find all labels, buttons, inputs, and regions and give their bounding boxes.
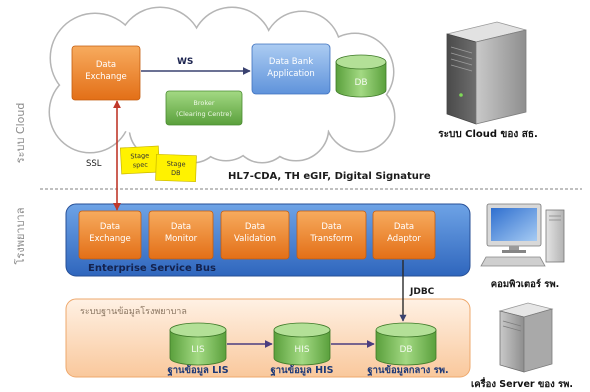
esb-module-data-transform: Data Transform xyxy=(296,210,367,260)
data-bank-application-rect xyxy=(251,43,331,95)
note-label: Stage xyxy=(167,160,186,169)
cloud-db-label: DB xyxy=(354,78,367,88)
monitor-base xyxy=(502,250,526,253)
pc-tower-slots xyxy=(549,215,561,221)
monitor-screen xyxy=(491,208,537,241)
module-rect xyxy=(220,210,290,260)
standards-label: HL7-CDA, TH eGIF, Digital Signature xyxy=(228,171,431,182)
cylinder-top xyxy=(335,54,387,70)
module-label: Data xyxy=(394,222,414,232)
cylinder-top xyxy=(169,322,227,338)
ws-label: WS xyxy=(177,57,193,67)
data-bank-application-label: Data Bank xyxy=(269,57,313,67)
cloud-data-exchange-rect xyxy=(71,45,141,101)
jdbc-label: JDBC xyxy=(409,287,435,297)
server-front xyxy=(499,310,525,373)
module-label: Data xyxy=(321,222,341,232)
cloud-server-icon xyxy=(446,21,527,125)
server-drive-bays xyxy=(502,320,522,332)
server-power-led xyxy=(459,93,463,97)
module-rect xyxy=(148,210,214,260)
note-label: Stage xyxy=(130,152,149,161)
hospital-zone-label: โรงพยาบาล xyxy=(13,208,27,265)
broker-label: (Clearing Centre) xyxy=(176,110,232,118)
cloud-data-exchange-label: Exchange xyxy=(85,72,127,82)
esb-module-data-validation: Data Validation xyxy=(220,210,290,260)
his-db-cylinder: HIS xyxy=(273,322,331,366)
keyboard xyxy=(480,256,546,267)
note-label: DB xyxy=(171,169,181,177)
his-db-label: HIS xyxy=(294,345,309,355)
cloud-data-exchange-label: Data xyxy=(96,60,116,70)
pc-tower xyxy=(545,209,565,263)
cylinder-top xyxy=(375,322,437,338)
cylinder-top xyxy=(273,322,331,338)
monitor-stand xyxy=(509,246,519,251)
note-label: spec xyxy=(133,161,149,170)
note-rect xyxy=(119,145,161,175)
module-rect xyxy=(78,210,142,260)
module-rect xyxy=(372,210,436,260)
data-bank-application-label: Application xyxy=(267,69,315,79)
cloud-zone-label: ระบบ Cloud xyxy=(14,103,27,164)
module-label: Monitor xyxy=(165,234,198,244)
server-side xyxy=(523,308,553,373)
esb-module-data-exchange: Data Exchange xyxy=(78,210,142,260)
data-bank-application-box: Data Bank Application xyxy=(251,43,331,95)
broker-rect xyxy=(165,90,243,126)
lis-db-label: LIS xyxy=(191,345,205,355)
esb-title: Enterprise Service Bus xyxy=(88,263,216,274)
esb-module-data-monitor: Data Monitor xyxy=(148,210,214,260)
module-label: Adaptor xyxy=(387,234,421,244)
central-db-cylinder: DB xyxy=(375,322,437,366)
cylinder-body xyxy=(375,329,437,366)
hospital-db-container xyxy=(65,298,471,378)
broker-label: Broker xyxy=(193,99,214,107)
his-db-caption: ฐานข้อมูล HIS xyxy=(271,364,334,377)
esb-module-data-adaptor: Data Adaptor xyxy=(372,210,436,260)
module-label: Data xyxy=(171,222,191,232)
central-db-caption: ฐานข้อมูลกลาง รพ. xyxy=(367,364,448,377)
desktop-computer-icon xyxy=(480,203,565,267)
lis-db-cylinder: LIS xyxy=(169,322,227,366)
module-label: Exchange xyxy=(89,234,131,244)
cylinder-body xyxy=(169,329,227,366)
hospital-db-title: ระบบฐานข้อมูลโรงพยาบาล xyxy=(80,306,187,317)
hospital-computer-caption: คอมพิวเตอร์ รพ. xyxy=(491,278,559,290)
cylinder-body xyxy=(335,61,387,98)
module-label: Data xyxy=(100,222,120,232)
ssl-label: SSL xyxy=(86,159,102,169)
cylinder-body xyxy=(273,329,331,366)
module-rect xyxy=(296,210,367,260)
lis-db-caption: ฐานข้อมูล LIS xyxy=(167,364,228,377)
cloud-db-cylinder: DB xyxy=(335,54,387,98)
cloud-data-exchange-box: Data Exchange xyxy=(71,45,141,101)
hospital-server-caption: เครื่อง Server ของ รพ. xyxy=(471,376,573,390)
note-rect xyxy=(155,153,197,183)
module-label: Validation xyxy=(234,234,276,244)
module-label: Transform xyxy=(309,234,352,244)
central-db-label: DB xyxy=(399,345,412,355)
yellow-note: Stage spec xyxy=(119,145,161,175)
cloud-server-caption: ระบบ Cloud ของ สธ. xyxy=(438,129,538,140)
broker-box: Broker (Clearing Centre) xyxy=(165,90,243,126)
module-label: Data xyxy=(245,222,265,232)
server-drive-bays xyxy=(450,46,473,72)
yellow-note: Stage DB xyxy=(155,153,197,183)
hospital-server-icon xyxy=(498,302,554,373)
server-side xyxy=(475,29,527,125)
